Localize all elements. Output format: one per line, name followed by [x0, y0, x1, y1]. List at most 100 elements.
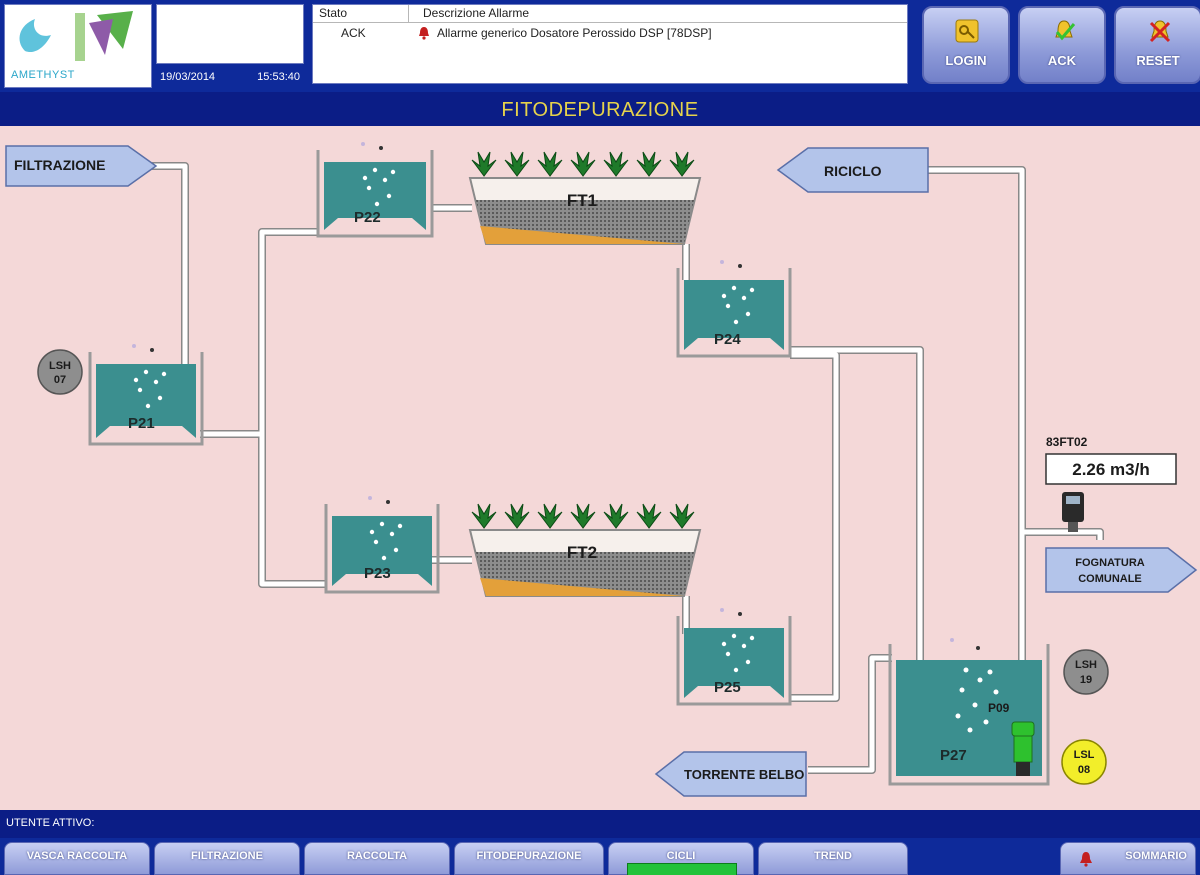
alarm-list[interactable]: Stato Descrizione Allarme ACK Allarme ge…	[312, 4, 908, 84]
tab-fitodepurazione[interactable]: FITODEPURAZIONE	[454, 842, 604, 875]
sensor-lsl08[interactable]: LSL 08	[1061, 739, 1107, 785]
tab-vasca-raccolta[interactable]: VASCA RACCOLTA	[4, 842, 150, 875]
tab-raccolta[interactable]: RACCOLTA	[304, 842, 450, 875]
pump-p09[interactable]: P09	[988, 701, 1035, 776]
tab-sommario[interactable]: SOMMARIO	[1060, 842, 1196, 875]
plant-icon	[471, 503, 497, 529]
tank-p25[interactable]: P25	[676, 608, 792, 706]
arrow-fognatura-label-2: COMUNALE	[1078, 573, 1142, 585]
bottom-navigation: VASCA RACCOLTA FILTRAZIONE RACCOLTA FITO…	[0, 838, 1200, 875]
alarm-col-desc: Descrizione Allarme	[423, 6, 530, 20]
sensor-lsh19-tag: LSH	[1075, 659, 1097, 671]
top-header: AMETHYST 19/03/2014 15:53:40 Stato Descr…	[0, 0, 1200, 92]
arrow-fognatura-label-1: FOGNATURA	[1075, 557, 1145, 569]
piping	[150, 162, 1104, 774]
flow-meter-value: 2.26 m3/h	[1072, 460, 1150, 479]
alarm-desc-cell: Allarme generico Dosatore Perossido DSP …	[409, 23, 712, 43]
tab-sommario-label: SOMMARIO	[1125, 850, 1187, 862]
tank-p23[interactable]: P23	[324, 496, 440, 594]
plant-icon	[636, 151, 662, 177]
process-diagram: FILTRAZIONE RICICLO FOGNATURA COMUNALE T…	[0, 126, 1200, 810]
tank-p23-label: P23	[364, 565, 391, 582]
alarm-bell-icon	[1080, 852, 1092, 867]
tab-filtrazione[interactable]: FILTRAZIONE	[154, 842, 300, 875]
arrow-riciclo[interactable]: RICICLO	[776, 147, 929, 193]
sensor-lsl08-num: 08	[1078, 764, 1090, 776]
alarm-desc: Allarme generico Dosatore Perossido DSP …	[437, 26, 712, 40]
arrow-riciclo-label: RICICLO	[824, 163, 882, 179]
phyto-bed-ft1-label: FT1	[567, 191, 597, 210]
alarm-table-header: Stato Descrizione Allarme	[313, 5, 907, 23]
login-label: LOGIN	[945, 53, 987, 68]
sensor-lsh19-num: 19	[1080, 674, 1092, 686]
info-box	[156, 4, 304, 64]
bell-icon	[419, 27, 429, 40]
alarm-col-state: Stato	[313, 5, 409, 22]
active-user-label: UTENTE ATTIVO:	[6, 817, 95, 829]
tank-p24[interactable]: P24	[676, 260, 792, 358]
sensor-lsl08-tag: LSL	[1074, 749, 1095, 761]
login-button[interactable]: LOGIN	[922, 6, 1010, 84]
tab-cicli-indicator	[627, 863, 737, 875]
tank-p21[interactable]: P21	[88, 344, 204, 446]
tank-p22-label: P22	[354, 209, 381, 226]
logo-graphic-icon	[19, 11, 133, 61]
logo-text: AMETHYST	[11, 69, 75, 81]
plant-icon	[669, 151, 695, 177]
plant-icon	[504, 503, 530, 529]
tab-cicli-label: CICLI	[666, 850, 696, 862]
tab-vasca-raccolta-label: VASCA RACCOLTA	[26, 850, 128, 862]
tab-raccolta-label: RACCOLTA	[346, 850, 408, 862]
phyto-bed-ft2[interactable]: FT2	[468, 503, 702, 597]
plant-icon	[570, 503, 596, 529]
tank-p22[interactable]: P22	[316, 142, 434, 238]
arrow-filtrazione[interactable]: FILTRAZIONE	[5, 145, 158, 187]
tank-p27[interactable]: P27	[888, 638, 1050, 786]
arrow-torrente-label: TORRENTE BELBO	[684, 767, 804, 782]
phyto-bed-ft2-label: FT2	[567, 543, 597, 562]
plant-icon	[537, 151, 563, 177]
page-title: FITODEPURAZIONE	[0, 96, 1200, 124]
tab-filtrazione-label: FILTRAZIONE	[191, 850, 263, 862]
flowmeter-icon	[1062, 492, 1084, 532]
tab-cicli[interactable]: CICLI	[608, 842, 754, 875]
ack-button[interactable]: ACK	[1018, 6, 1106, 84]
reset-label: RESET	[1136, 53, 1180, 68]
company-logo: AMETHYST	[4, 4, 152, 88]
phyto-bed-ft1[interactable]: FT1	[468, 151, 702, 245]
reset-button[interactable]: RESET	[1114, 6, 1200, 84]
tank-p21-label: P21	[128, 415, 155, 432]
arrow-torrente[interactable]: TORRENTE BELBO	[654, 751, 807, 797]
bell-reset-icon	[1149, 20, 1171, 43]
arrow-filtrazione-label: FILTRAZIONE	[14, 157, 106, 173]
flow-meter-tag: 83FT02	[1046, 435, 1088, 449]
tank-p25-label: P25	[714, 679, 741, 696]
sensor-lsh07-tag: LSH	[49, 360, 71, 372]
pump-p09-label: P09	[988, 701, 1010, 715]
arrow-fognatura[interactable]: FOGNATURA COMUNALE	[1045, 547, 1198, 593]
sensor-lsh19[interactable]: LSH 19	[1063, 649, 1109, 695]
sensor-lsh07-num: 07	[54, 374, 66, 386]
plant-icon	[669, 503, 695, 529]
plant-icon	[603, 503, 629, 529]
ack-label: ACK	[1047, 53, 1077, 68]
tab-fitodepurazione-label: FITODEPURAZIONE	[476, 850, 582, 862]
alarm-state: ACK	[341, 26, 366, 40]
active-user-bar: UTENTE ATTIVO:	[0, 812, 1200, 838]
sensor-lsh07[interactable]: LSH 07	[37, 349, 83, 395]
time-text: 15:53:40	[257, 71, 300, 83]
tab-trend-label: TREND	[814, 850, 852, 862]
bell-check-icon	[1055, 20, 1076, 41]
flow-meter[interactable]: 83FT02 2.26 m3/h	[1045, 435, 1177, 532]
key-icon	[955, 19, 979, 43]
date-text: 19/03/2014	[160, 71, 216, 83]
tab-trend[interactable]: TREND	[758, 842, 908, 875]
plant-icon	[636, 503, 662, 529]
plant-icon	[603, 151, 629, 177]
plant-icon	[537, 503, 563, 529]
datetime-display: 19/03/2014 15:53:40	[156, 66, 304, 88]
plant-icon	[504, 151, 530, 177]
alarm-row[interactable]: ACK Allarme generico Dosatore Perossido …	[313, 23, 907, 43]
